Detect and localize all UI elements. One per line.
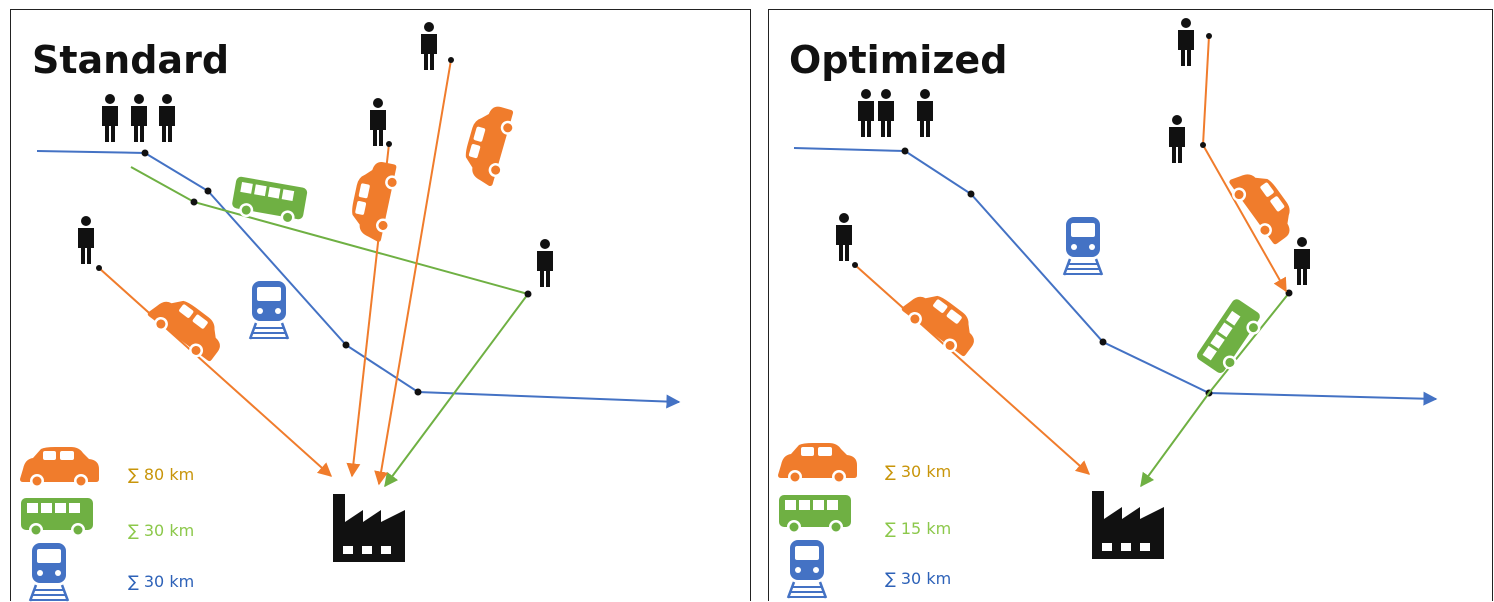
stop-dot — [1099, 338, 1107, 346]
bus-distance-total: ∑ 15 km — [885, 519, 952, 538]
stop-dot — [204, 187, 212, 195]
panel-title: Standard — [32, 38, 230, 82]
train-distance-total: ∑ 30 km — [885, 569, 952, 588]
person-icon — [159, 94, 175, 142]
stop-dot — [901, 147, 909, 155]
factory-icon — [1092, 491, 1164, 559]
stop-dot — [342, 341, 350, 349]
car-icon — [143, 286, 231, 367]
stop-dot — [414, 388, 422, 396]
car-icon — [458, 101, 520, 189]
origin-dot — [852, 262, 858, 268]
origin-dot — [448, 57, 454, 63]
train-icon — [786, 538, 828, 600]
stop-dot — [1285, 289, 1293, 297]
train-route — [36, 149, 681, 409]
train-route — [793, 147, 1438, 406]
bus-distance-total: ∑ 30 km — [128, 521, 195, 540]
stop-dot — [524, 290, 532, 298]
person-icon — [878, 89, 894, 137]
person-icon — [102, 94, 118, 142]
car-icon — [897, 281, 985, 362]
train-icon — [248, 279, 290, 341]
train-distance-total: ∑ 30 km — [128, 572, 195, 591]
person-icon — [836, 213, 852, 261]
person-icon — [78, 216, 94, 264]
person-icon — [131, 94, 147, 142]
car-icon — [778, 443, 857, 484]
origin-dot — [1200, 142, 1206, 148]
stop-dot — [141, 149, 149, 157]
car-icon — [346, 157, 403, 244]
person-icon — [537, 239, 553, 287]
person-icon — [1178, 18, 1194, 66]
bus-icon — [1195, 297, 1268, 379]
stop-dot — [190, 198, 198, 206]
person-icon — [1169, 115, 1185, 163]
car-icon — [1223, 160, 1304, 249]
stop-dot — [967, 190, 975, 198]
standard-diagram — [20, 22, 681, 602]
origin-dot — [96, 265, 102, 271]
car-routes — [96, 57, 454, 486]
bus-icon — [230, 176, 308, 227]
origin-dot — [1206, 33, 1212, 39]
factory-icon — [333, 494, 405, 562]
person-icon — [370, 98, 386, 146]
bus-icon — [779, 495, 851, 534]
car-routes — [852, 33, 1287, 475]
panel-title: Optimized — [789, 38, 1008, 82]
bus-icon — [21, 498, 93, 537]
person-icon — [1294, 237, 1310, 285]
car-distance-total: ∑ 30 km — [885, 462, 952, 481]
standard-panel: Standard — [10, 9, 751, 602]
car-distance-total: ∑ 80 km — [128, 465, 195, 484]
bus-route — [1140, 289, 1293, 488]
bus-route — [130, 166, 532, 488]
person-icon — [421, 22, 437, 70]
car-icon — [20, 447, 99, 488]
train-icon — [28, 541, 70, 602]
train-icon — [1062, 215, 1104, 277]
optimized-diagram — [778, 18, 1438, 600]
origin-dot — [386, 141, 392, 147]
optimized-panel: Optimized — [768, 9, 1493, 601]
person-icon — [917, 89, 933, 137]
person-icon — [858, 89, 874, 137]
